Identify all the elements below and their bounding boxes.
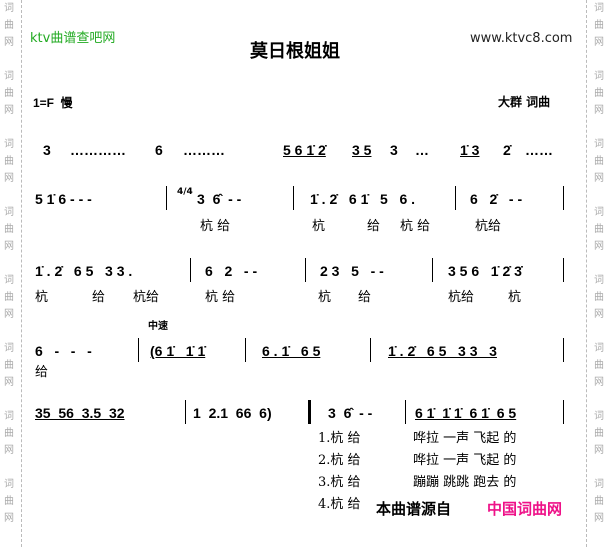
lyric: 杭 bbox=[318, 290, 332, 305]
bar-line bbox=[245, 338, 246, 362]
tempo-change: 中速 bbox=[148, 321, 168, 332]
lyric: 给 bbox=[367, 219, 381, 234]
lyric: 给 bbox=[92, 290, 106, 305]
divider-right bbox=[586, 0, 587, 547]
note: 3 5 bbox=[352, 142, 372, 158]
note: …… bbox=[525, 142, 553, 158]
bar-line bbox=[305, 258, 306, 282]
key-tempo: 1=F 慢 bbox=[33, 96, 73, 110]
lyric: 杭 给 bbox=[205, 290, 236, 305]
verse-start: 4.杭 给 bbox=[318, 497, 361, 512]
note: 6 2̇ - - bbox=[470, 191, 523, 207]
verse-lyric: 哗拉 一声 飞起 的 bbox=[413, 453, 517, 468]
note: ………… bbox=[70, 142, 126, 158]
bar-line bbox=[166, 186, 167, 210]
bar-line bbox=[563, 186, 564, 210]
verse-lyric: 蹦蹦 跳跳 跑去 的 bbox=[413, 475, 517, 490]
note: 35 56 3.5 32 bbox=[35, 405, 125, 421]
lyric: 杭 给 bbox=[400, 219, 431, 234]
lyric: 给 bbox=[358, 290, 372, 305]
note: 5 6 1̇ 2̇ bbox=[283, 142, 326, 158]
bar-line bbox=[563, 400, 564, 424]
note: 6 1̇ 1̇ 1̇ 6 1̇ 6 5 bbox=[415, 405, 517, 421]
note: … bbox=[415, 142, 429, 158]
repeat-bar bbox=[308, 400, 311, 424]
note: 1̇ . 2̇ 6 5 3 3 . bbox=[35, 263, 133, 279]
note: 2̇ bbox=[503, 142, 511, 158]
note: 2 3 5 - - bbox=[320, 263, 384, 279]
bar-line bbox=[455, 186, 456, 210]
lyric: 杭给 bbox=[448, 290, 475, 305]
lyric: 杭 bbox=[508, 290, 522, 305]
lyric: 杭 给 bbox=[200, 219, 231, 234]
note: 6 bbox=[155, 142, 163, 158]
watermark-right: 词 曲 网 词 曲 网 词 曲 网 词 曲 网 词 曲 网 词 曲 网 词 曲 … bbox=[594, 3, 604, 524]
site-logo-left[interactable]: ktv曲谱查吧网 bbox=[30, 31, 116, 46]
lyric: 杭给 bbox=[133, 290, 160, 305]
bar-line bbox=[293, 186, 294, 210]
bar-line bbox=[563, 338, 564, 362]
site-url[interactable]: www.ktvc8.com bbox=[470, 31, 573, 46]
bar-line bbox=[185, 400, 186, 424]
note: 3 5 6 1̇ 2̇ 3̇ bbox=[448, 263, 522, 279]
watermark-left: 词 曲 网 词 曲 网 词 曲 网 词 曲 网 词 曲 网 词 曲 网 词 曲 … bbox=[4, 3, 14, 524]
bar-line bbox=[370, 338, 371, 362]
bar-line bbox=[563, 258, 564, 282]
note: ……… bbox=[183, 142, 225, 158]
source-site-link[interactable]: 中国词曲网 bbox=[487, 500, 563, 518]
lyric: 杭 bbox=[35, 290, 49, 305]
note: 1̇ 3 bbox=[460, 142, 480, 158]
note: 1̇ . 2̇ 6 1̇ 5 6 . bbox=[310, 191, 416, 207]
note: 3 bbox=[390, 142, 398, 158]
note: 3 6̂ - - bbox=[197, 191, 242, 207]
bar-line bbox=[190, 258, 191, 282]
note: 5 1̇ 6 - - - bbox=[35, 191, 92, 207]
credits: 大群 词曲 bbox=[498, 95, 551, 109]
note: 6 . 1̇ 6 5 bbox=[262, 343, 321, 359]
note: 1̇ . 2̇ 6 5 3 3 3 bbox=[388, 343, 497, 359]
note: 6 2 - - bbox=[205, 263, 258, 279]
verse-start: 2.杭 给 bbox=[318, 453, 361, 468]
verse-lyric: 哗拉 一声 飞起 的 bbox=[413, 431, 517, 446]
note: (6 1̇ 1̇ 1̇ bbox=[150, 343, 206, 359]
source-label: 本曲谱源自 bbox=[376, 500, 452, 518]
time-signature: 4/4 bbox=[177, 187, 193, 197]
bar-line bbox=[138, 338, 139, 362]
lyric: 杭给 bbox=[475, 219, 502, 234]
note: 6 - - - bbox=[35, 343, 92, 359]
lyric: 杭 bbox=[312, 219, 326, 234]
note: 1 2.1 66 6) bbox=[193, 405, 272, 421]
bar-line bbox=[405, 400, 406, 424]
verse-start: 1.杭 给 bbox=[318, 431, 361, 446]
note: 3 6̂ - - bbox=[328, 405, 373, 421]
note: 3 bbox=[43, 142, 51, 158]
verse-start: 3.杭 给 bbox=[318, 475, 361, 490]
lyric: 给 bbox=[35, 365, 49, 380]
song-title: 莫日根姐姐 bbox=[250, 41, 340, 62]
divider-left bbox=[21, 0, 22, 547]
bar-line bbox=[432, 258, 433, 282]
